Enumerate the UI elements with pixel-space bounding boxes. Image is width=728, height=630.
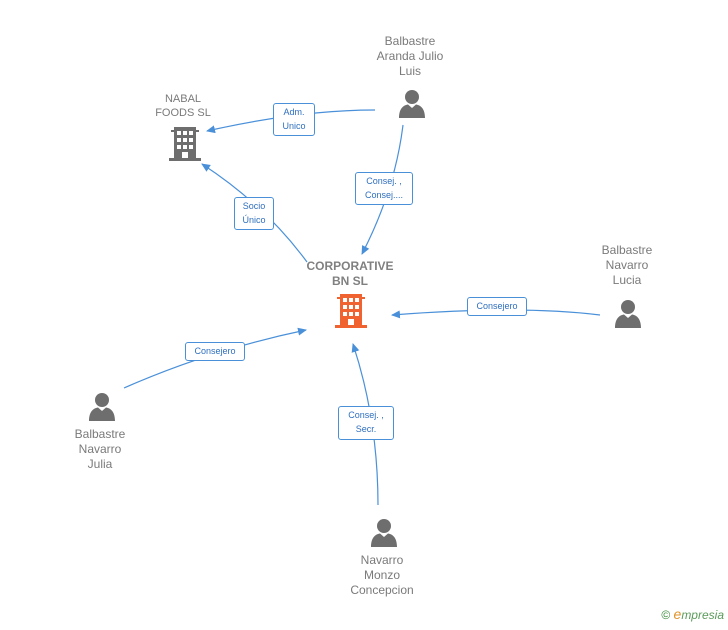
brand-initial: e: [673, 606, 682, 622]
corporative-label[interactable]: CORPORATIVE BN SL: [306, 259, 394, 288]
luis-person-icon[interactable]: [399, 90, 425, 118]
edge-label-consejero-lucia: Consejero: [467, 297, 527, 316]
nabal-building-icon[interactable]: [169, 127, 201, 161]
nabal-label[interactable]: NABAL FOODS SL: [155, 93, 211, 119]
empresia-logo[interactable]: © empresia: [661, 606, 724, 622]
luis-label[interactable]: Balbastre Aranda Julio Luis: [376, 34, 444, 78]
julia-label[interactable]: Balbastre Navarro Julia: [74, 427, 126, 471]
edge-label-socio-unico: Socio Único: [234, 197, 274, 230]
edge-label-consej-consej: Consej. , Consej....: [355, 172, 413, 205]
edge-label-adm-unico: Adm. Unico: [273, 103, 315, 136]
copyright-symbol: ©: [661, 608, 671, 622]
concepcion-label[interactable]: Navarro Monzo Concepcion: [350, 553, 414, 597]
edge-label-consejero-julia: Consejero: [185, 342, 245, 361]
edge-label-consej-secr: Consej. , Secr.: [338, 406, 394, 440]
lucia-label[interactable]: Balbastre Navarro Lucia: [601, 243, 653, 287]
corporative-building-icon[interactable]: [335, 294, 367, 328]
julia-person-icon[interactable]: [89, 393, 115, 421]
concepcion-person-icon[interactable]: [371, 519, 397, 547]
brand-name: mpresia: [681, 608, 724, 622]
lucia-person-icon[interactable]: [615, 300, 641, 328]
